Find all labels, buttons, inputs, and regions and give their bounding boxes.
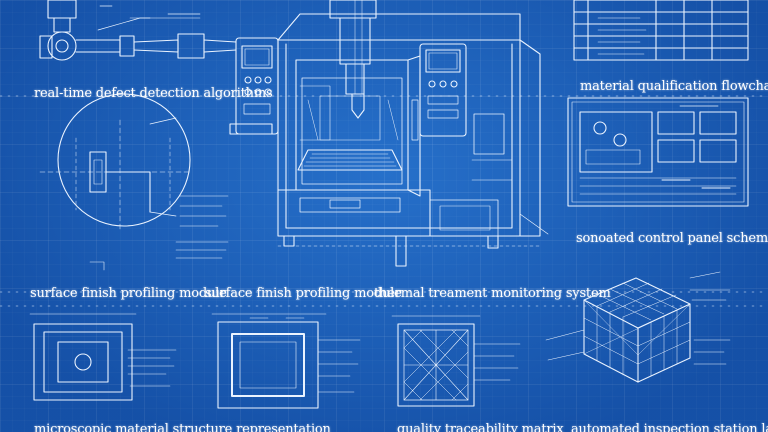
lattice-cube-drawing [545,271,731,383]
cnc-machine-drawing [229,0,549,267]
label-surface-finish-1: surface finish profiling module [30,286,227,301]
label-inspection-layout: automated inspection station layout [571,422,768,432]
profiling-module-middle [211,313,361,409]
label-thermal-monitoring: thermal treament monitoring system [374,286,611,301]
label-realtime-defect-detection: real-time defect detection algorithms [34,86,273,101]
label-surface-finish-2: surface finish profiling module [205,286,402,301]
frame-ticks [0,95,768,307]
label-control-panel-schematics: sonoated control panel schematics [576,231,768,246]
lattice-structure-drawing [391,315,521,407]
label-traceability-matrix: quality traceability matrix [397,422,564,432]
flowchart-panel-sketch [567,97,749,207]
label-microscopic-structure: microscopic material structure represent… [34,422,331,432]
pipe-assembly-sketch [39,0,237,61]
section-drawing-left [39,93,229,271]
profiling-module-left [29,313,177,401]
data-table-sketch [573,0,749,61]
label-material-qualification-flowchart: material qualification flowchart [580,79,768,94]
